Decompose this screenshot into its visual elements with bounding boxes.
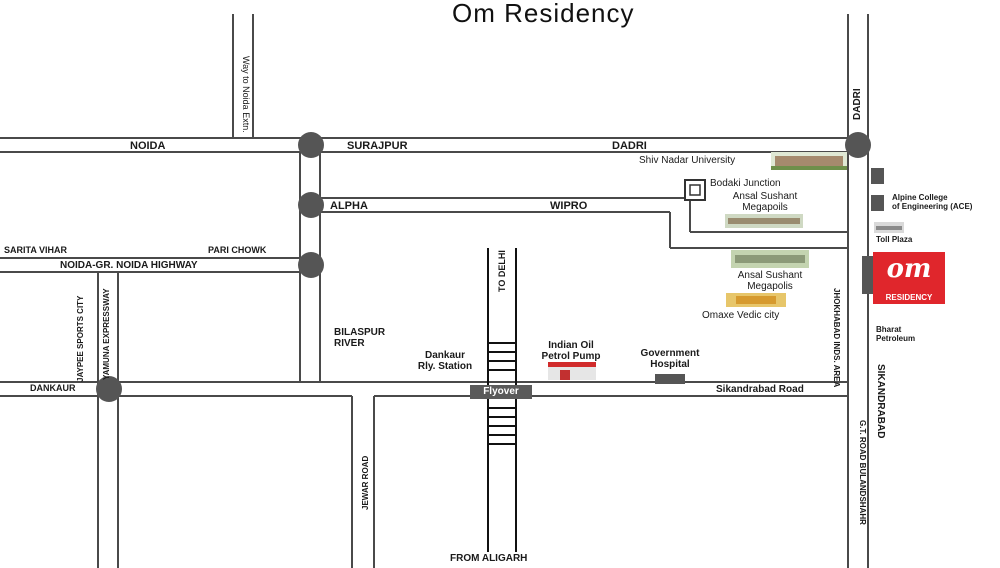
label-dadri-road: DADRI (612, 140, 647, 152)
label-highway: NOIDA-GR. NOIDA HIGHWAY (60, 260, 198, 271)
bharat-line-1: Bharat (876, 325, 902, 334)
bharat-line-2: Petroleum (876, 333, 916, 343)
alpine-line-2: of Engineering (ACE) (892, 201, 973, 211)
flyover-label: Flyover (470, 385, 532, 399)
label-dadri-vertical: DADRI (852, 88, 863, 120)
label-surajpur: SURAJPUR (347, 140, 408, 152)
junction-dadri (845, 132, 871, 158)
label-ansal-2: Ansal Sushant Megapolis (720, 270, 820, 292)
label-jhokhabad: JHOKHABAD INDS. AREA (832, 288, 841, 388)
logo-mark: om (886, 254, 932, 284)
junction-surajpur (298, 132, 324, 158)
ansal-2-line-2: Megapolis (747, 281, 793, 292)
label-indian-oil: Indian Oil Petrol Pump (535, 340, 607, 362)
alpine-building-icon (871, 168, 884, 184)
label-jewar-road: JEWAR ROAD (361, 455, 370, 510)
label-shiv-nadar: Shiv Nadar University (639, 155, 736, 166)
label-noida: NOIDA (130, 140, 166, 152)
junction-pari-chowk (298, 252, 324, 278)
label-to-delhi: TO DELHI (497, 250, 507, 292)
label-omaxe: Omaxe Vedic city (702, 310, 780, 321)
label-dankaur: DANKAUR (30, 383, 76, 393)
label-from-aligarh: FROM ALIGARH (450, 553, 528, 564)
ansal2-photo (731, 250, 809, 268)
petrol-pump-photo (548, 362, 596, 380)
label-yamuna: YAMUNA EXPRESSWAY (102, 288, 111, 380)
label-alpine: Alpine College of Engineering (ACE) (892, 193, 973, 212)
shiv-nadar-photo (771, 152, 847, 170)
label-alpha: ALPHA (330, 200, 368, 212)
label-toll-plaza: Toll Plaza (876, 235, 913, 244)
ansal-1-line-1: Ansal Sushant (732, 191, 798, 202)
dankaur-station-line-2: Rly. Station (417, 361, 473, 372)
label-sarita-vihar: SARITA VIHAR (4, 245, 67, 255)
label-gt-road: G.T. ROAD BULANDSHAHR (858, 420, 867, 525)
label-pari-chowk: PARI CHOWK (208, 245, 267, 255)
label-bilaspur: BILASPUR RIVER (334, 327, 385, 349)
alpine-line-1: Alpine College (892, 193, 948, 202)
railway-line (487, 248, 517, 552)
label-govt-hospital: Government Hospital (628, 348, 712, 370)
ansal-2-line-1: Ansal Sushant (737, 270, 803, 281)
govt-hospital-line-1: Government (640, 348, 700, 359)
label-dankaur-station: Dankaur Rly. Station (412, 350, 478, 372)
hospital-marker (655, 374, 685, 384)
indian-oil-line-2: Petrol Pump (541, 351, 601, 362)
map-title: Om Residency (452, 0, 635, 28)
alpine-building-icon-2 (871, 195, 884, 211)
junction-alpha (298, 192, 324, 218)
label-bharat: Bharat Petroleum (876, 325, 916, 344)
junction-dankaur (96, 376, 122, 402)
om-residency-logo: om RESIDENCY (873, 252, 945, 304)
ansal1-photo (725, 214, 803, 228)
label-sikandrabad-road: Sikandrabad Road (716, 384, 804, 395)
ansal-1-line-2: Megapoils (742, 202, 788, 213)
bilaspur-line-1: BILASPUR (334, 327, 386, 338)
label-jaypee: JAYPEE SPORTS CITY (76, 295, 85, 382)
label-bodaki: Bodaki Junction (710, 178, 781, 189)
om-residency-marker (862, 256, 873, 294)
label-sikandrabad: SIKANDRABAD (875, 364, 886, 439)
toll-photo (874, 222, 904, 233)
label-wipro: WIPRO (550, 200, 588, 212)
logo-subtitle: RESIDENCY (885, 293, 933, 302)
label-way-to-noida: Way to Noida Extn. (241, 56, 251, 133)
label-ansal-1: Ansal Sushant Megapoils (720, 191, 810, 213)
indian-oil-line-1: Indian Oil (548, 340, 594, 351)
omaxe-photo (726, 293, 786, 307)
bilaspur-line-2: RIVER (334, 338, 365, 349)
dankaur-station-line-1: Dankaur (424, 350, 465, 361)
govt-hospital-line-2: Hospital (650, 359, 690, 370)
